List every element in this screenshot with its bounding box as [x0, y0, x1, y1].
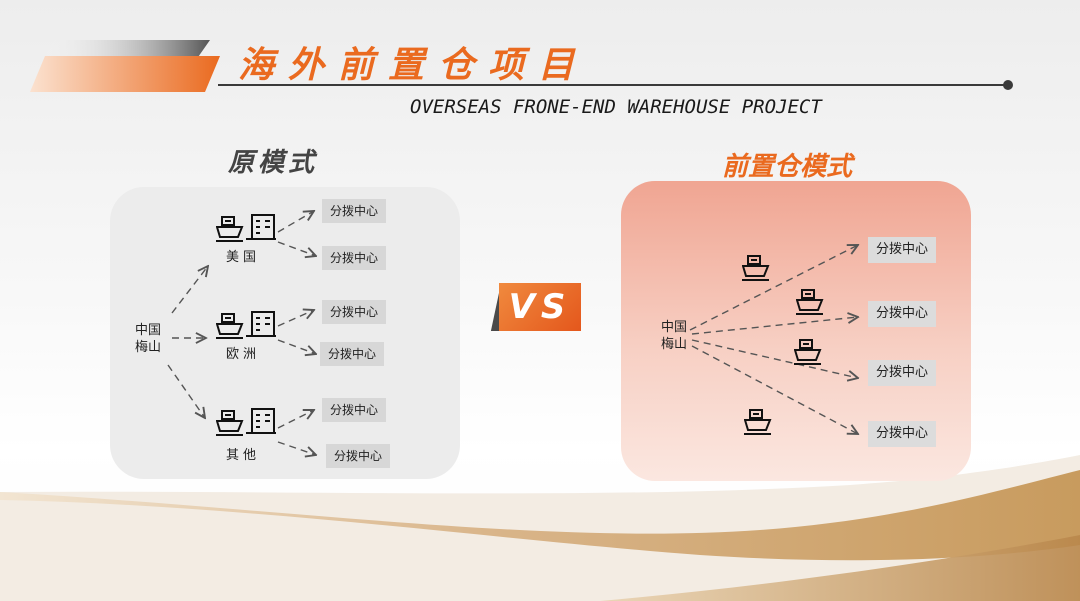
region-label-us: 美国	[226, 250, 261, 265]
original-mode-panel	[110, 187, 460, 479]
ship-icon	[216, 408, 276, 436]
header-stripe-gray	[41, 40, 210, 60]
vs-badge	[499, 283, 581, 331]
region-label-europe: 欧洲	[226, 347, 261, 362]
ship-icon	[744, 409, 772, 435]
right-hub-box: 分拨中心	[868, 301, 937, 327]
right-origin-line1: 中国	[661, 320, 688, 335]
ship-icon	[796, 289, 824, 315]
ship-icon	[216, 311, 276, 339]
right-hub-box: 分拨中心	[868, 360, 937, 386]
arrow-icon	[277, 339, 316, 354]
arrow-icon	[277, 441, 316, 455]
page-subtitle: OVERSEAS FRONE-END WAREHOUSE PROJECT	[410, 96, 822, 118]
left-hub-box: 分拨中心	[322, 398, 387, 422]
vs-label: VS	[508, 287, 572, 327]
arrow-icon	[689, 245, 858, 331]
arrow-icon	[277, 310, 314, 327]
ship-icon	[216, 214, 276, 242]
left-origin-line1: 中国	[135, 323, 162, 338]
left-hub-box: 分拨中心	[320, 342, 385, 366]
bottom-wave-gold	[0, 470, 1080, 561]
left-hub-box: 分拨中心	[326, 444, 391, 468]
left-origin-line2: 梅山	[135, 340, 162, 355]
ship-icon	[742, 255, 770, 281]
arrow-icon	[691, 345, 858, 434]
arrow-icon	[277, 211, 314, 233]
ship-icon	[794, 339, 822, 365]
bottom-wave-gold-dark	[600, 535, 1080, 601]
page-title: 海外前置仓项目	[238, 44, 589, 86]
right-origin-line2: 梅山	[661, 337, 688, 352]
right-hub-box: 分拨中心	[868, 237, 937, 263]
right-mode-heading: 前置仓模式	[722, 152, 853, 182]
right-hub-box: 分拨中心	[868, 421, 937, 447]
left-hub-box: 分拨中心	[322, 300, 387, 324]
arrow-icon	[691, 339, 858, 378]
left-hub-box: 分拨中心	[322, 199, 387, 223]
bottom-wave-light	[0, 455, 1080, 601]
region-label-other: 其他	[226, 448, 261, 463]
arrow-icon	[277, 410, 314, 429]
title-divider-dot	[1003, 80, 1013, 90]
arrow-icon	[691, 317, 858, 335]
left-mode-heading: 原模式	[228, 148, 319, 178]
left-hub-box: 分拨中心	[322, 246, 387, 270]
title-divider	[218, 84, 1008, 86]
arrow-icon	[171, 266, 208, 314]
arrow-icon	[167, 364, 205, 418]
header-stripe-orange	[30, 56, 220, 92]
arrow-icon	[277, 241, 316, 256]
